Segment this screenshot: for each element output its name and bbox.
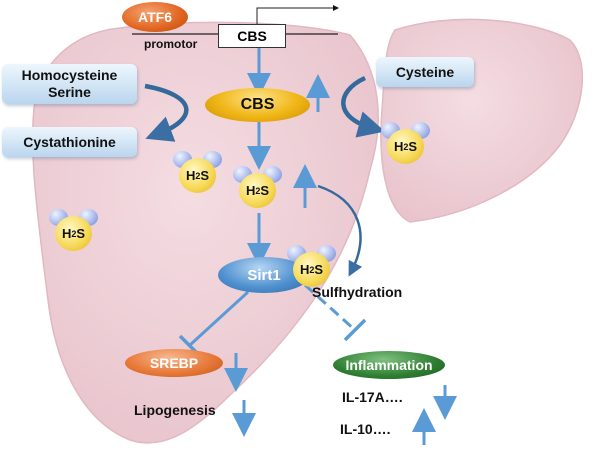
cysteine-box: Cysteine [376, 57, 474, 87]
inhibit-sirt1-inflammation-bar [343, 318, 367, 342]
sirt1-label: Sirt1 [247, 266, 281, 284]
cbs-gene-box: CBS [218, 24, 286, 48]
il17a-label: IL-17A…. [342, 389, 403, 405]
cbs-enzyme-ellipse: CBS [205, 88, 310, 122]
srebp-label: SREBP [149, 355, 199, 371]
curve-h2s-to-sulfhydration [317, 184, 363, 277]
cystathionine-box: Cystathionine [2, 127, 137, 157]
sulfhydration-label: Sulfhydration [312, 284, 403, 300]
atf6-ellipse: ATF6 [122, 2, 188, 32]
atf6-label: ATF6 [138, 9, 172, 25]
cbs-enzyme-label: CBS [240, 96, 275, 113]
cystathionine-label: Cystathionine [23, 134, 116, 150]
inhibit-sirt1-srebp [188, 290, 250, 347]
lipogenesis-label: Lipogenesis [134, 402, 216, 418]
srebp-ellipse: SREBP [125, 349, 223, 377]
il10-label: IL-10…. [340, 421, 391, 437]
curve-cysteine-to-h2s [341, 75, 386, 138]
inhibit-sirt1-inflammation [303, 283, 357, 332]
homocysteine-serine-box: Homocysteine Serine [2, 64, 137, 104]
inflammation-ellipse: Inflammation [333, 351, 445, 379]
promotor-label: promotor [144, 37, 198, 51]
curve-homocysteine-to-cystathionine [144, 83, 189, 142]
homocysteine-label: Homocysteine [21, 67, 118, 83]
serine-label: Serine [48, 84, 91, 100]
inflammation-label: Inflammation [345, 357, 433, 373]
cysteine-label: Cysteine [395, 64, 455, 80]
cbs-gene-label: CBS [237, 28, 267, 44]
